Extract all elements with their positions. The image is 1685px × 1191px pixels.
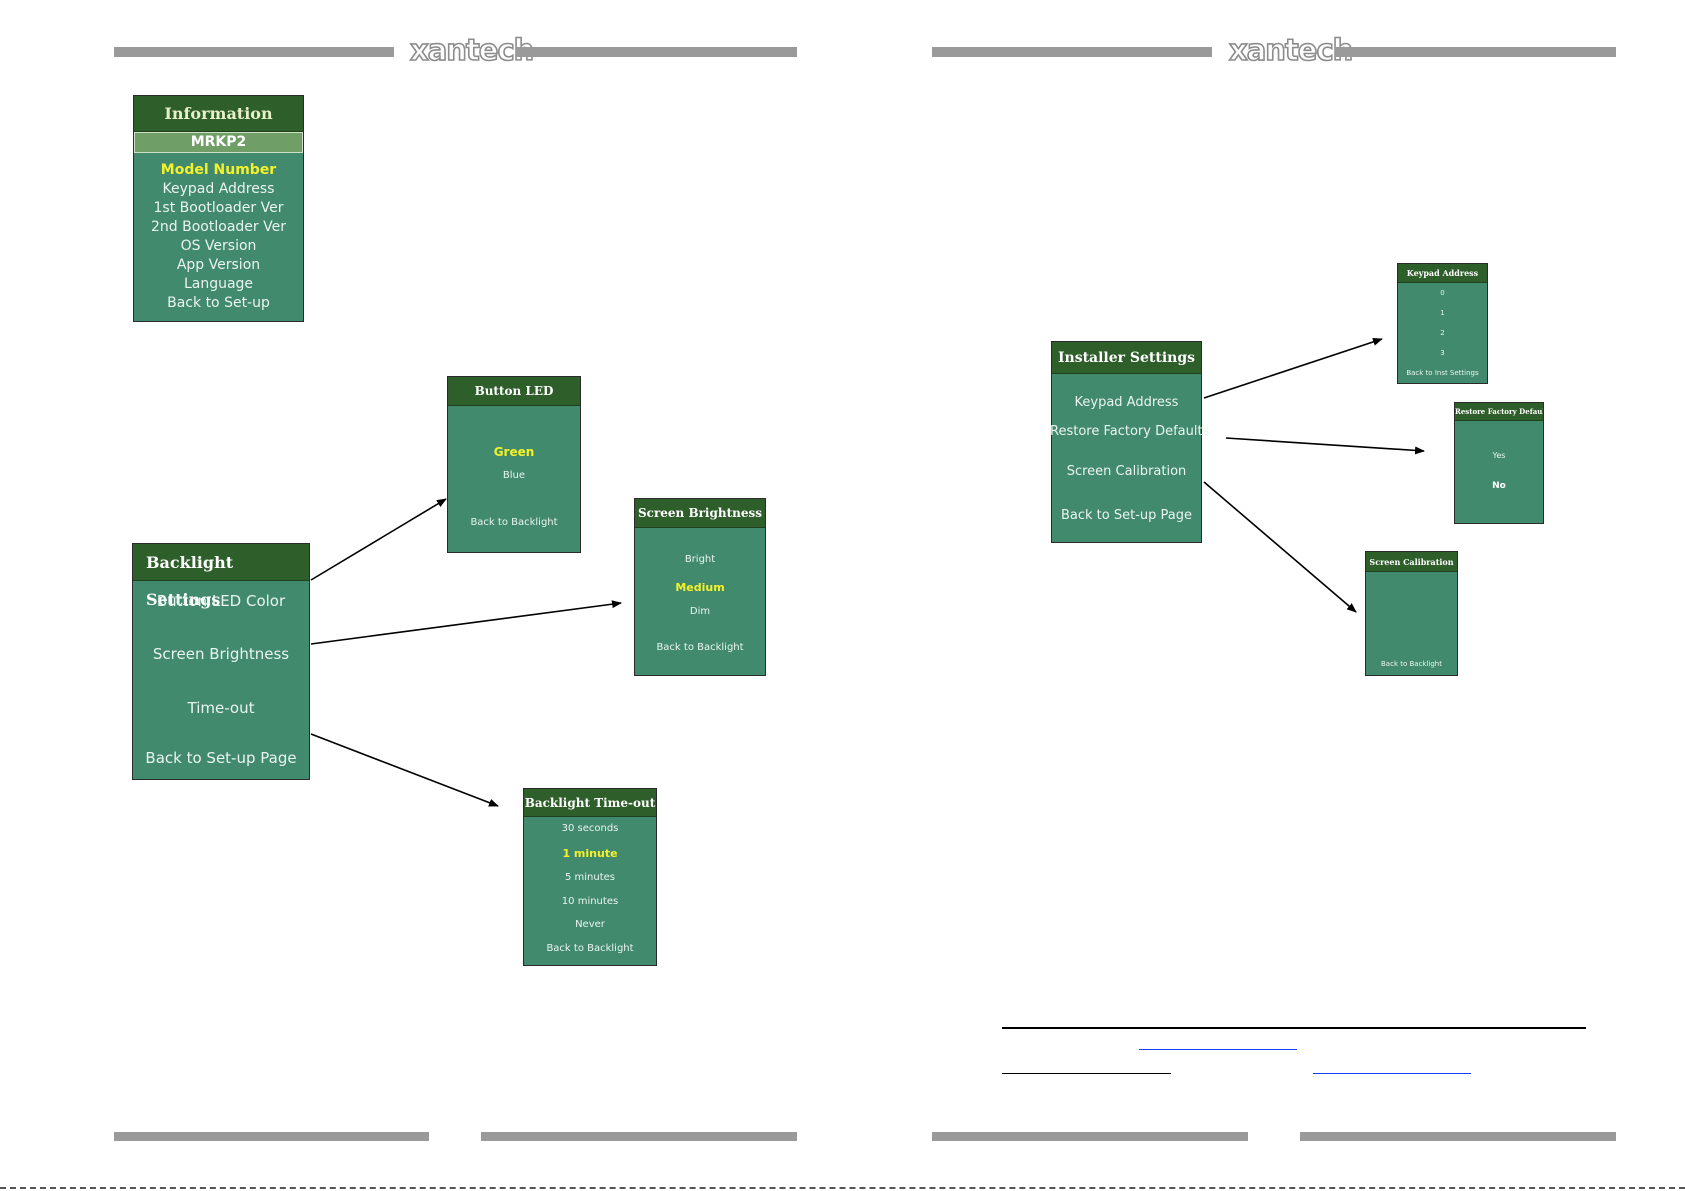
timeout-item-1-minute[interactable]: 1 minute bbox=[562, 847, 618, 860]
button-led-item-back[interactable]: Back to Backlight bbox=[470, 517, 558, 528]
backlight-settings-menu: Backlight Settings Button LED Color Scre… bbox=[132, 543, 310, 780]
restore-item-no[interactable]: No bbox=[1492, 481, 1506, 491]
backlight-timeout-menu: Backlight Time-out 30 seconds 1 minute 5… bbox=[523, 788, 657, 966]
arrow-to-button-led bbox=[310, 498, 447, 581]
installer-item-back-to-setup[interactable]: Back to Set-up Page bbox=[1060, 508, 1192, 523]
xantech-logo-left: xantech bbox=[409, 33, 535, 67]
info-item-app-version[interactable]: App Version bbox=[176, 257, 261, 273]
keypad-address-item-1[interactable]: 1 bbox=[1440, 309, 1445, 317]
page-crop-line bbox=[0, 1187, 1685, 1189]
info-item-1st-bootloader[interactable]: 1st Bootloader Ver bbox=[153, 200, 284, 216]
footer-link-1[interactable] bbox=[1139, 1049, 1297, 1050]
button-led-item-blue[interactable]: Blue bbox=[502, 470, 526, 481]
timeout-item-back[interactable]: Back to Backlight bbox=[546, 943, 634, 954]
keypad-address-item-2[interactable]: 2 bbox=[1440, 329, 1445, 337]
info-item-os-version[interactable]: OS Version bbox=[180, 238, 257, 254]
keypad-address-item-0[interactable]: 0 bbox=[1440, 289, 1445, 297]
info-item-model-number[interactable]: Model Number bbox=[160, 162, 277, 178]
restore-defaults-menu: Restore Factory Defaults Yes No bbox=[1454, 402, 1544, 524]
installer-item-keypad-address[interactable]: Keypad Address bbox=[1074, 395, 1179, 410]
restore-item-yes[interactable]: Yes bbox=[1492, 451, 1506, 460]
header-bar-right-2 bbox=[1335, 47, 1616, 57]
screen-brightness-title: Screen Brightness bbox=[635, 499, 765, 528]
arrow-to-backlight-timeout bbox=[310, 733, 499, 807]
arrow-to-screen-calibration bbox=[1203, 481, 1357, 613]
footer-bar-left-1 bbox=[114, 1132, 429, 1141]
backlight-item-screen-brightness[interactable]: Screen Brightness bbox=[152, 645, 290, 663]
header-bar-left-2 bbox=[516, 47, 797, 57]
backlight-item-back-to-setup[interactable]: Back to Set-up Page bbox=[145, 749, 297, 767]
timeout-item-30-seconds[interactable]: 30 seconds bbox=[561, 823, 619, 834]
keypad-address-item-back[interactable]: Back to Inst Settings bbox=[1406, 369, 1479, 377]
information-subtitle: MRKP2 bbox=[134, 132, 303, 153]
calibration-item-back[interactable]: Back to Backlight bbox=[1381, 660, 1442, 668]
information-menu: Information MRKP2 Model Number Keypad Ad… bbox=[133, 95, 304, 322]
xantech-logo-right: xantech bbox=[1228, 33, 1354, 67]
restore-defaults-title: Restore Factory Defaults bbox=[1455, 403, 1543, 421]
timeout-item-10-minutes[interactable]: 10 minutes bbox=[561, 896, 619, 907]
timeout-item-5-minutes[interactable]: 5 minutes bbox=[564, 872, 616, 883]
info-item-keypad-address[interactable]: Keypad Address bbox=[162, 181, 275, 197]
header-bar-left-1 bbox=[114, 47, 394, 57]
info-item-language[interactable]: Language bbox=[183, 276, 254, 292]
screen-calibration-title: Screen Calibration bbox=[1366, 552, 1457, 572]
installer-settings-menu: Installer Settings Keypad Address Restor… bbox=[1050, 341, 1210, 543]
backlight-timeout-title: Backlight Time-out bbox=[524, 789, 656, 817]
button-led-title: Button LED bbox=[448, 377, 580, 406]
brightness-item-medium[interactable]: Medium bbox=[675, 581, 725, 594]
screen-calibration-menu: Screen Calibration Back to Backlight bbox=[1365, 551, 1458, 676]
arrow-to-keypad-address bbox=[1203, 338, 1383, 399]
backlight-settings-title: Backlight Settings bbox=[133, 544, 309, 609]
installer-settings-title: Installer Settings bbox=[1052, 342, 1201, 374]
footer-bar-left-2 bbox=[481, 1132, 797, 1141]
timeout-item-never[interactable]: Never bbox=[575, 919, 605, 930]
keypad-address-item-3[interactable]: 3 bbox=[1440, 349, 1445, 357]
installer-item-screen-calibration[interactable]: Screen Calibration bbox=[1066, 464, 1187, 479]
button-led-item-green[interactable]: Green bbox=[493, 445, 535, 459]
backlight-item-button-led-color[interactable]: Button LED Color bbox=[156, 592, 286, 610]
info-item-back-to-setup[interactable]: Back to Set-up bbox=[167, 295, 270, 311]
footer-bar-right-2 bbox=[1300, 1132, 1616, 1141]
installer-item-restore-defaults[interactable]: Restore Factory Defaults bbox=[1050, 424, 1210, 439]
footer-link-2[interactable] bbox=[1313, 1073, 1471, 1074]
footer-bar-right-1 bbox=[932, 1132, 1248, 1141]
information-title: Information bbox=[134, 96, 303, 132]
brightness-item-dim[interactable]: Dim bbox=[689, 606, 711, 617]
keypad-address-title: Keypad Address bbox=[1398, 264, 1487, 283]
backlight-item-time-out[interactable]: Time-out bbox=[187, 699, 255, 717]
arrow-to-screen-brightness bbox=[310, 600, 622, 645]
arrow-to-restore-defaults bbox=[1225, 437, 1425, 455]
footer-rule-long bbox=[1002, 1027, 1586, 1029]
footer-rule-short bbox=[1002, 1073, 1171, 1074]
screen-brightness-menu: Screen Brightness Bright Medium Dim Back… bbox=[634, 498, 766, 676]
brightness-item-bright[interactable]: Bright bbox=[684, 554, 716, 565]
keypad-address-menu: Keypad Address 0 1 2 3 Back to Inst Sett… bbox=[1397, 263, 1488, 384]
button-led-menu: Button LED Green Blue Back to Backlight bbox=[447, 376, 581, 553]
info-item-2nd-bootloader[interactable]: 2nd Bootloader Ver bbox=[151, 219, 286, 235]
header-bar-right-1 bbox=[932, 47, 1212, 57]
brightness-item-back[interactable]: Back to Backlight bbox=[656, 642, 744, 653]
